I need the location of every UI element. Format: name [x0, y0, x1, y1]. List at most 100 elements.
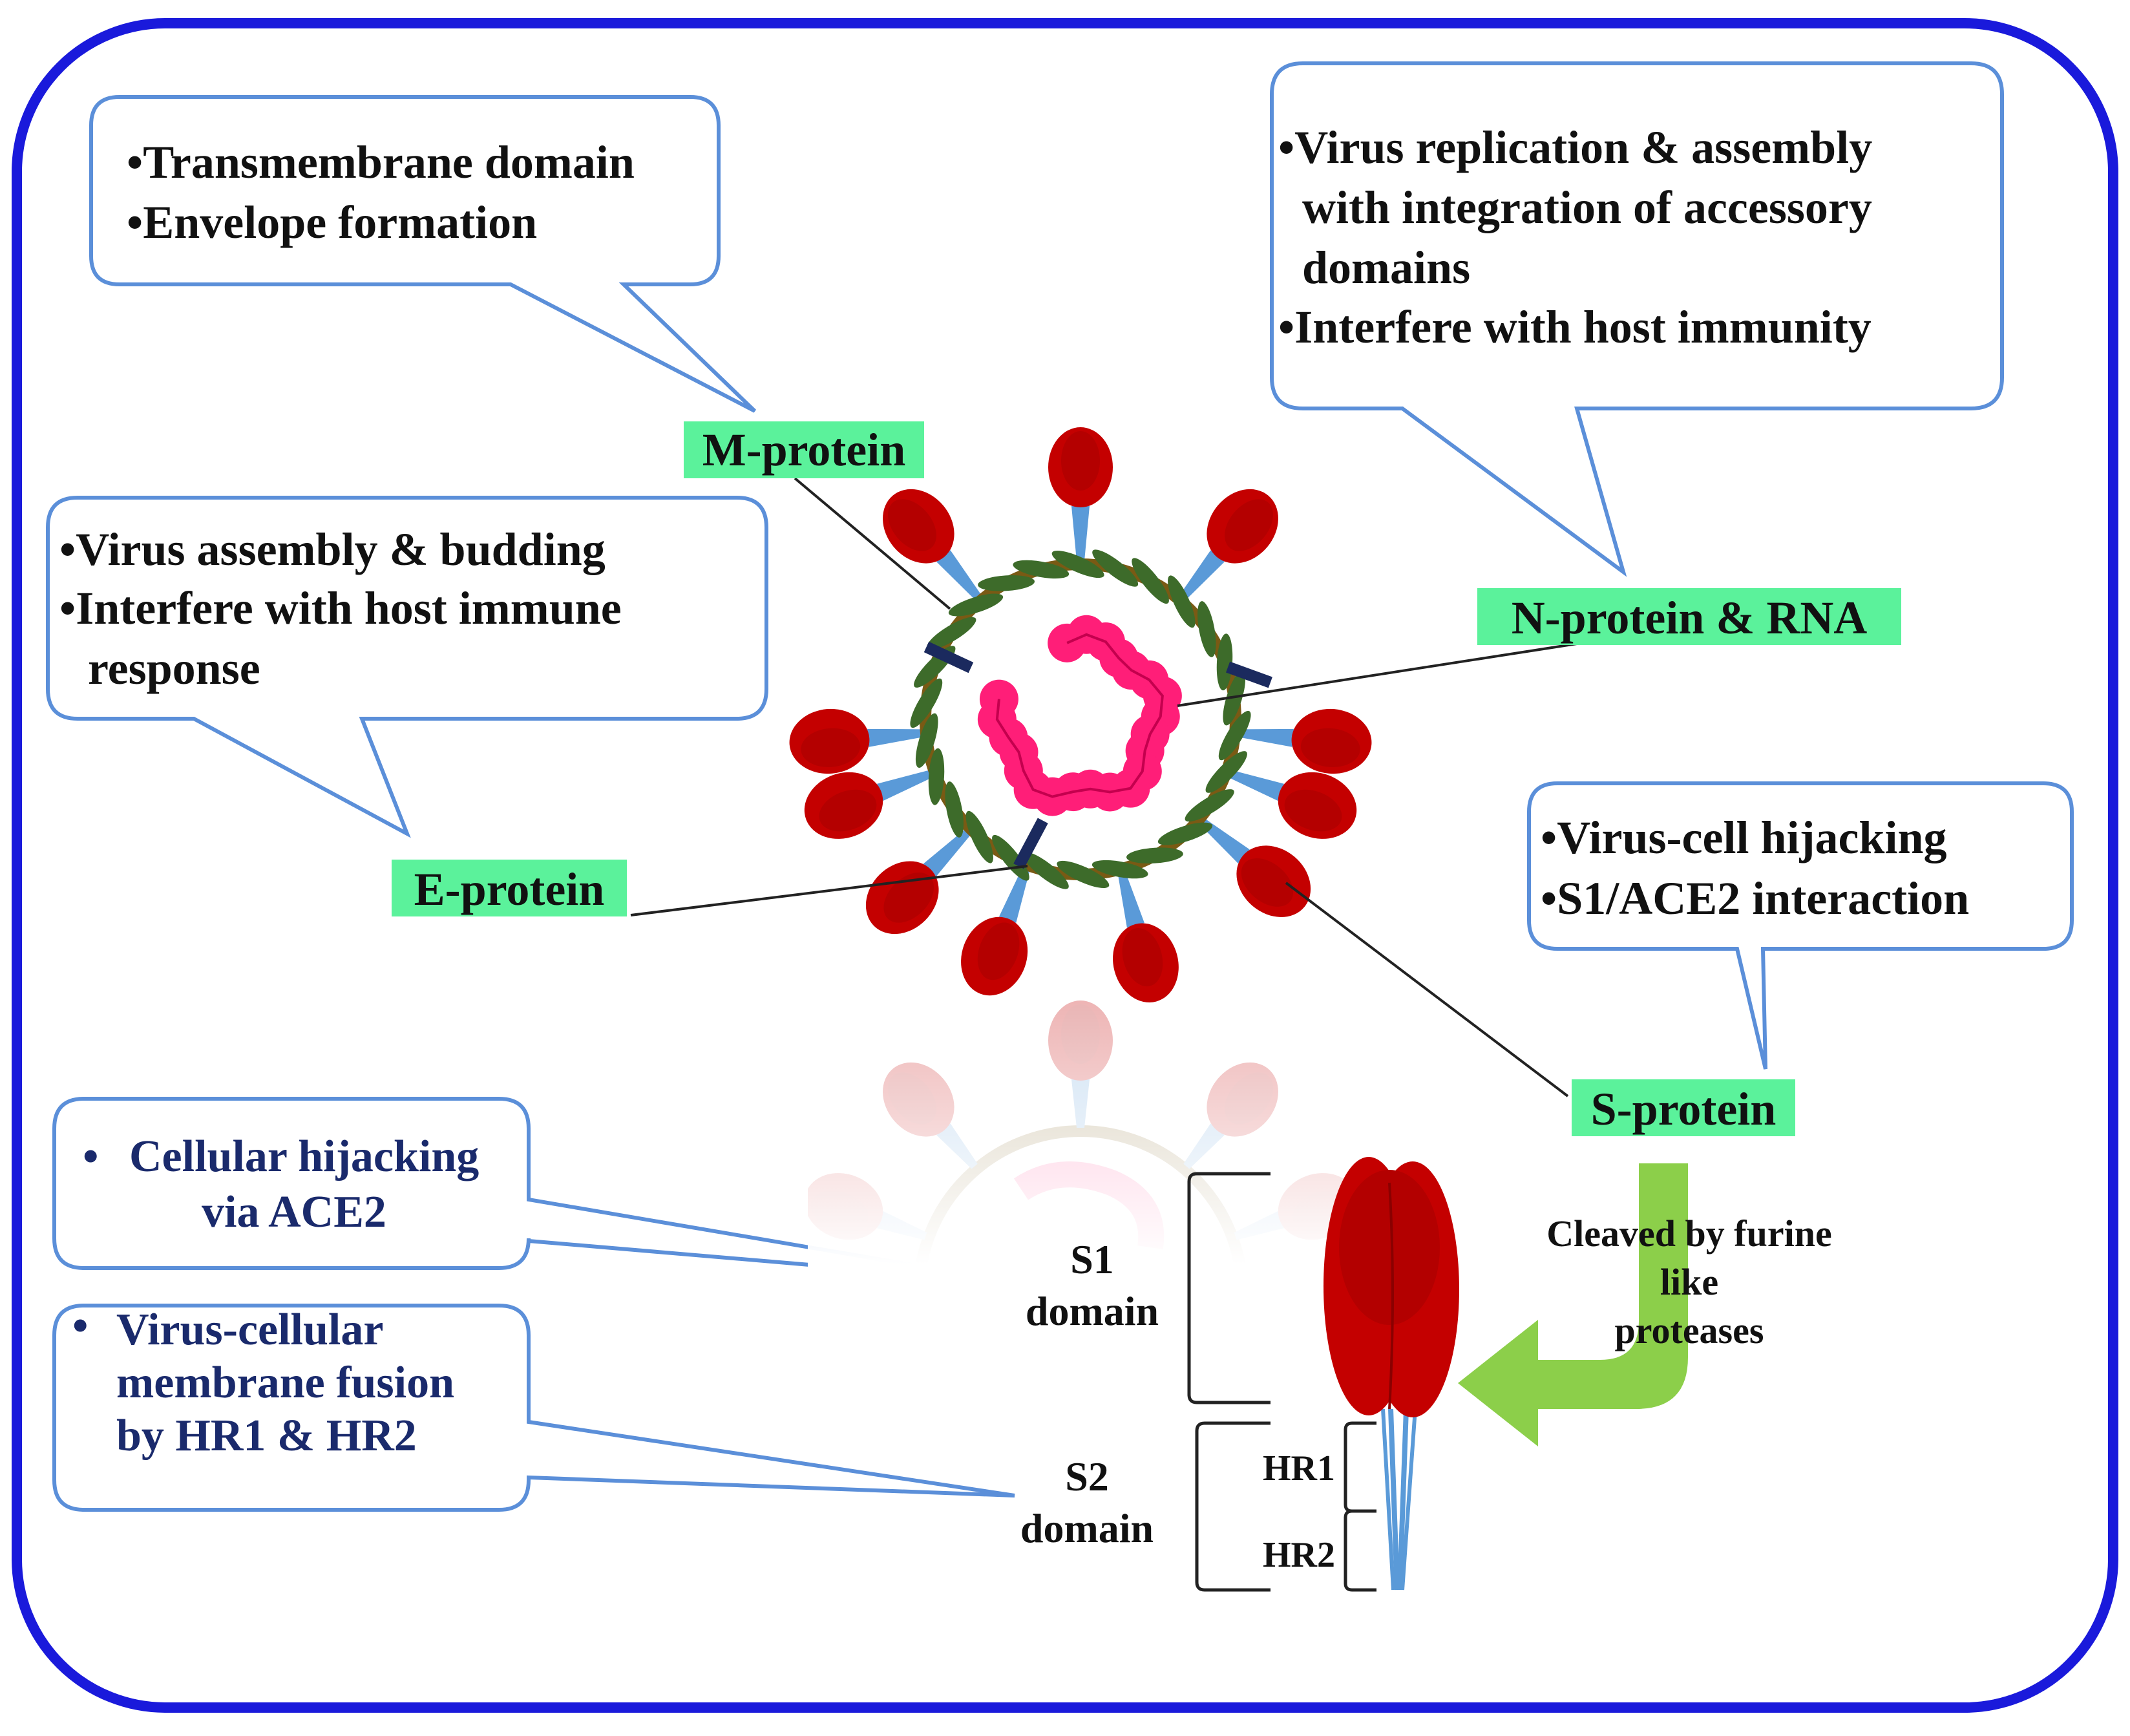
s-protein-leader	[1285, 882, 1569, 1097]
n-protein-label: N-protein & RNA	[1512, 592, 1868, 644]
spike-head-shade-1	[888, 499, 936, 551]
m-protein-12	[915, 713, 938, 768]
s2-callout-line-3: by HR1 & HR2	[116, 1411, 417, 1461]
spike-head-shade-8	[1122, 927, 1163, 987]
spike-stalk-9	[877, 770, 933, 801]
m-protein-1	[1205, 751, 1247, 793]
cleavage-arrow	[1458, 1163, 1688, 1446]
s2-domain-callout	[52, 1304, 1015, 1512]
hr1-label: HR1	[1263, 1448, 1335, 1488]
s1-callout-line-1: Cellular hijacking	[129, 1132, 479, 1181]
e-protein-label: E-protein	[414, 863, 605, 915]
s2-label-2: domain	[1020, 1505, 1154, 1551]
spike-proteins	[789, 427, 1372, 1002]
m-protein-8	[992, 834, 1029, 881]
spike-stalk-4	[1238, 728, 1294, 747]
s2-label-1: S2	[1065, 1454, 1109, 1499]
m-protein-2	[1185, 789, 1234, 822]
m-protein-label: M-protein	[702, 424, 906, 476]
s1-label-1: S1	[1070, 1236, 1114, 1282]
n-protein-callout-line-2: with integration of accessory	[1302, 182, 1872, 233]
spike-head-shade-0	[1061, 431, 1100, 491]
spike-stalk-8	[1117, 871, 1144, 928]
m-proteins	[910, 549, 1251, 889]
spike-stalk-10	[1228, 770, 1284, 801]
spike-detail	[1323, 1157, 1459, 1591]
s-protein-callout-line-2: •S1/ACE2 interaction	[1541, 873, 1969, 924]
e-protein-callout	[46, 496, 768, 838]
hr2-label: HR2	[1263, 1535, 1335, 1575]
s2-callout-line-2: membrane fusion	[116, 1358, 454, 1408]
s-protein-label-bg	[1572, 1079, 1795, 1136]
s-protein-callout	[1527, 781, 2074, 1070]
spike-head-shade-3	[801, 728, 861, 767]
spike-stalk-0	[1071, 506, 1090, 561]
s1-label-2: domain	[1026, 1288, 1159, 1334]
cleavage-text-3: proteases	[1615, 1309, 1764, 1351]
m-protein-3	[1157, 822, 1213, 845]
n-protein-callout-line-4: •Interfere with host immunity	[1278, 301, 1872, 353]
e-protein-leader	[630, 865, 1028, 916]
spike-head-shade-7	[977, 922, 1020, 980]
spike-stalk-1	[1388, 1408, 1400, 1591]
n-protein-callout	[1270, 61, 2004, 577]
m-protein-leader	[794, 477, 951, 610]
n-protein-rna	[977, 615, 1182, 816]
spike-stalk-1	[936, 550, 982, 601]
s2-callout-line-1: Virus-cellular	[116, 1305, 383, 1355]
m-protein-13	[910, 678, 943, 728]
s-protein-label: S-protein	[1591, 1083, 1777, 1135]
s1-head-seam	[1388, 1182, 1394, 1410]
spike-head-shade-10	[1284, 789, 1342, 832]
spike-stalk-7	[998, 867, 1030, 923]
m-protein-11	[928, 748, 945, 805]
m-protein-18	[1013, 560, 1070, 579]
m-protein-0	[1218, 710, 1251, 761]
virus-particle	[789, 427, 1372, 1002]
n-protein-label-bg	[1477, 588, 1901, 645]
spike-stalk-5	[923, 828, 972, 877]
m-protein-6	[1057, 860, 1110, 888]
m-protein-5	[1091, 860, 1148, 879]
spike-stalk-6	[1199, 818, 1250, 863]
cleavage-text-1: Cleaved by furine	[1546, 1212, 1831, 1254]
m-protein-9	[965, 810, 993, 863]
m-protein-24	[1216, 633, 1233, 691]
s2-bracket	[1195, 1421, 1271, 1592]
m-protein-20	[1092, 549, 1139, 587]
s1-callout-bullet: •	[83, 1132, 99, 1181]
e-protein-bar-2	[1226, 661, 1272, 688]
s1-callout-line-2: via ACE2	[202, 1187, 386, 1237]
m-protein-17	[978, 575, 1035, 591]
cleavage-text-2: like	[1660, 1261, 1718, 1303]
m-protein-callout-line-2: •Envelope formation	[127, 196, 537, 248]
m-protein-7	[1022, 852, 1069, 889]
s1-head-center	[1339, 1170, 1440, 1325]
m-protein-callout	[89, 95, 757, 413]
e-protein-callout-line-1: •Virus assembly & budding	[59, 524, 606, 575]
spike-stalk-3	[867, 728, 923, 747]
spike-head-shade-2	[1225, 499, 1273, 551]
spike-stalk-2	[1179, 550, 1225, 601]
m-protein-21	[1132, 558, 1169, 604]
m-protein-22	[1168, 575, 1196, 628]
spike-stalk-3	[1381, 1408, 1395, 1591]
m-protein-23	[1197, 601, 1216, 657]
spike-head-shade-9	[819, 789, 877, 832]
spike-stalk-4	[1400, 1408, 1417, 1591]
spike-head-shade-4	[1300, 728, 1360, 767]
m-protein-4	[1126, 847, 1183, 863]
e-protein-callout-line-2: •Interfere with host immune	[59, 582, 622, 634]
m-protein-callout-line-1: •Transmembrane domain	[127, 136, 635, 188]
s-protein-callout-line-1: •Virus-cell hijacking	[1541, 812, 1947, 863]
n-protein-callout-line-3: domains	[1302, 242, 1470, 293]
m-protein-19	[1051, 551, 1104, 578]
m-protein-16	[948, 593, 1004, 617]
n-protein-callout-line-1: •Virus replication & assembly	[1278, 122, 1872, 173]
spike-head-shade-6	[1241, 858, 1294, 907]
m-protein-10	[945, 781, 964, 838]
rna-strand	[995, 633, 1164, 798]
e-protein-callout-line-3: response	[88, 642, 260, 694]
